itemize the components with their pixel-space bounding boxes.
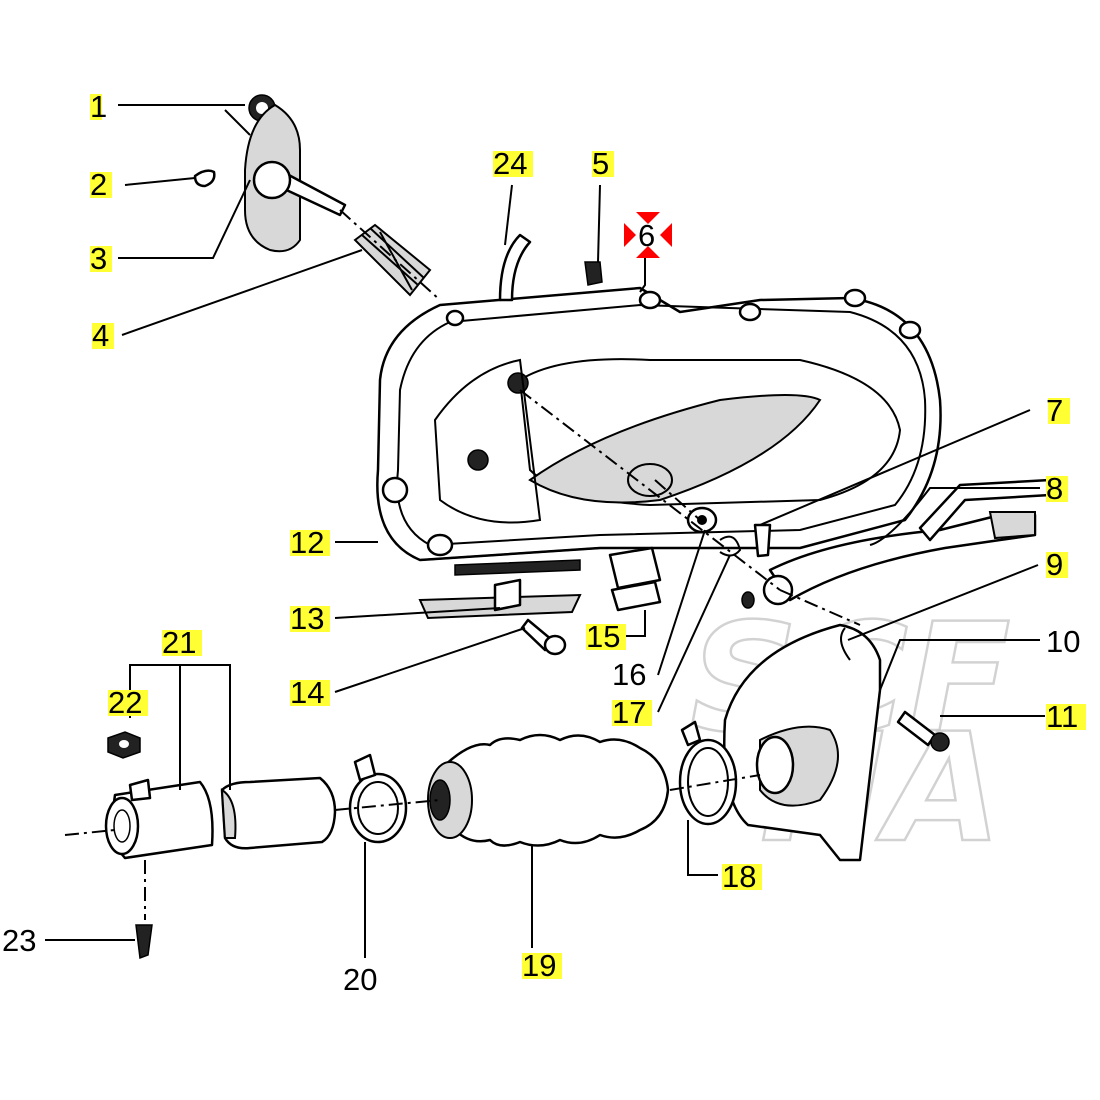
part-11-screw xyxy=(896,710,950,752)
part-5-bolt xyxy=(584,261,603,286)
callout-23: 23 xyxy=(2,923,36,958)
callout-8: 8 xyxy=(1046,471,1063,506)
part-20-hose-clamp xyxy=(348,753,408,844)
callout-24: 24 xyxy=(493,146,527,181)
callout-2: 2 xyxy=(90,167,107,202)
callout-6: 6 xyxy=(638,218,655,253)
callout-22: 22 xyxy=(108,685,142,720)
callout-7: 7 xyxy=(1046,393,1063,428)
callout-labels: 1 2 3 4 5 6 7 8 9 10 11 12 13 14 xyxy=(2,89,1086,997)
part-18-hose-clamp xyxy=(678,720,738,826)
part-7-bolt xyxy=(741,523,772,609)
part-15-rubber-blocks xyxy=(608,546,662,612)
part-14-screw xyxy=(520,618,567,656)
callout-18: 18 xyxy=(722,859,756,894)
assembly-axes xyxy=(64,209,861,920)
crankcase-cover xyxy=(376,286,942,576)
callout-12: 12 xyxy=(290,525,324,560)
callout-4: 4 xyxy=(92,318,109,353)
part-19-bellows xyxy=(427,733,670,847)
part-22-nut xyxy=(107,731,141,759)
part-4-spring xyxy=(353,223,432,297)
callout-17: 17 xyxy=(612,695,646,730)
part-13-gasket xyxy=(418,578,582,620)
callout-13: 13 xyxy=(290,601,324,636)
callout-9: 9 xyxy=(1046,547,1063,582)
callout-10: 10 xyxy=(1046,624,1080,659)
part-24-hose xyxy=(498,233,532,302)
callout-3: 3 xyxy=(90,241,107,276)
callout-11: 11 xyxy=(1046,699,1078,734)
part-23-screw xyxy=(135,924,153,960)
callout-14: 14 xyxy=(290,675,324,710)
callout-19: 19 xyxy=(522,948,556,983)
part-10-shroud xyxy=(723,623,882,862)
callout-21: 21 xyxy=(162,625,196,660)
callout-5: 5 xyxy=(592,146,609,181)
callout-15: 15 xyxy=(586,619,620,654)
part-2-key xyxy=(193,169,216,188)
callout-20: 20 xyxy=(343,962,377,997)
part-17-clip xyxy=(719,535,742,557)
part-21-intake-duct xyxy=(104,776,337,860)
hourglass-marker-icon xyxy=(624,212,672,258)
callout-1: 1 xyxy=(90,89,107,124)
leader-lines xyxy=(45,104,1045,958)
part-16-washer xyxy=(686,506,718,534)
callout-16: 16 xyxy=(612,657,646,692)
part-3-sector-gear xyxy=(244,103,347,253)
